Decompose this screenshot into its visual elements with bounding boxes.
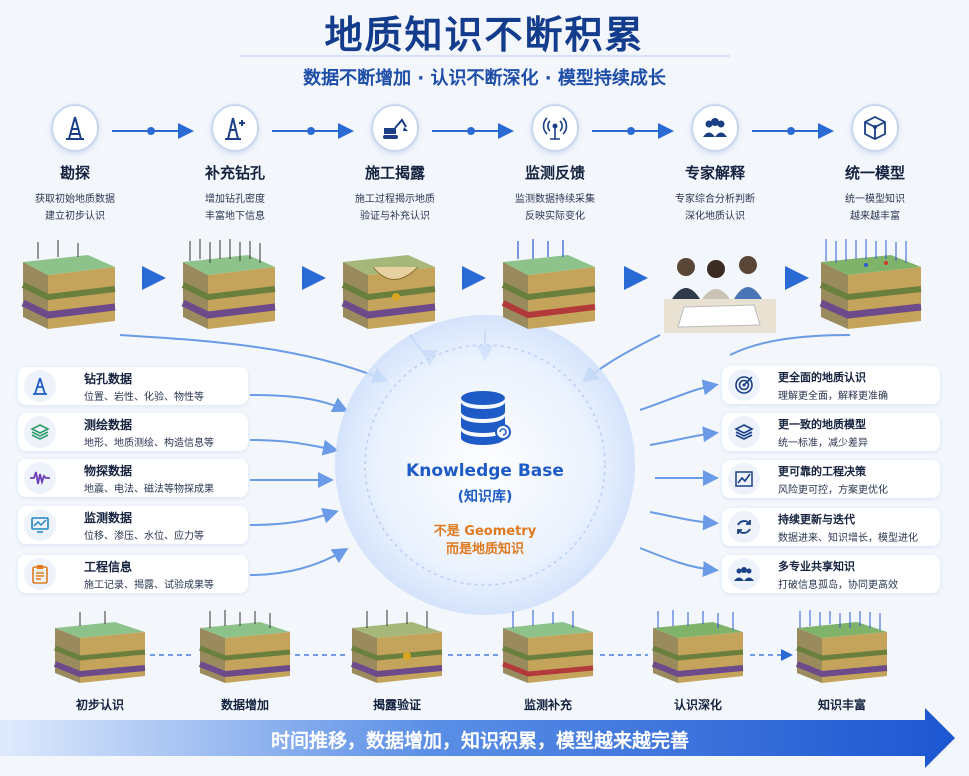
timeline-label: 揭露验证 <box>372 698 421 712</box>
output-title: 持续更新与迭代 <box>778 513 855 526</box>
drill-plus-icon <box>211 104 259 152</box>
knowledge-note-2: 而是地质知识 <box>445 542 524 557</box>
timeline-block-4 <box>502 610 594 683</box>
geo-block-construction <box>341 255 436 329</box>
clipboard-icon <box>24 558 56 590</box>
step-kantan: 勘探 获取初始地质数据建立初步认识 <box>0 104 150 225</box>
database-icon <box>461 391 511 445</box>
monitor-icon <box>24 509 56 541</box>
refresh-icon <box>728 511 760 543</box>
stack-icon <box>728 416 760 448</box>
step-monitoring: 监测反馈 监测数据持续采集反映实际变化 <box>480 104 630 225</box>
output-title: 多专业共享知识 <box>778 560 855 573</box>
input-desc: 施工记录、揭露、试验成果等 <box>84 580 214 591</box>
timeline-label: 初步认识 <box>75 698 124 712</box>
timeline-block-5 <box>651 610 744 683</box>
bottom-banner-text: 时间推移，数据增加，知识积累，模型越来越完善 <box>270 730 689 752</box>
input-desc: 位移、渗压、水位、应力等 <box>84 531 204 542</box>
step-expert: 专家解释 专家综合分析判断深化地质认识 <box>640 104 790 225</box>
step-desc: 施工过程揭示地质验证与补充认识 <box>355 194 435 222</box>
output-title: 更可靠的工程决策 <box>778 465 866 478</box>
input-geophysics-data: 物探数据 地震、电法、磁法等物探成果 <box>18 459 248 497</box>
input-drill-data: 钻孔数据 位置、岩性、化验、物性等 <box>18 367 248 405</box>
geo-block-unified <box>819 239 922 329</box>
output-desc: 统一标准，减少差异 <box>778 438 868 449</box>
step-desc: 增加钻孔密度丰富地下信息 <box>205 194 265 222</box>
timeline-block-3 <box>350 610 443 683</box>
page-subtitle: 数据不断增加 · 认识不断深化 · 模型持续成长 <box>303 68 666 89</box>
page-title: 地质知识不断积累 <box>324 13 645 57</box>
output-desc: 风险更可控，方案更优化 <box>778 485 888 496</box>
knowledge-note-1: 不是 Geometry <box>433 524 537 539</box>
waveform-icon <box>24 462 56 494</box>
input-title: 工程信息 <box>84 560 133 574</box>
chart-check-icon <box>728 463 760 495</box>
output-desc: 数据进来、知识增长，模型进化 <box>778 533 918 544</box>
excavator-icon <box>371 104 419 152</box>
timeline-label: 知识丰富 <box>817 698 866 712</box>
output-desc: 打破信息孤岛，协同更高效 <box>778 580 898 591</box>
step-desc: 获取初始地质数据建立初步认识 <box>35 194 115 222</box>
input-survey-data: 测绘数据 地形、地质测绘、构造信息等 <box>18 413 248 451</box>
input-title: 监测数据 <box>84 511 133 525</box>
experts-photo <box>664 256 776 333</box>
step-desc: 专家综合分析判断深化地质认识 <box>675 194 755 222</box>
step-name: 补充钻孔 <box>204 164 265 182</box>
input-monitoring-data: 监测数据 位移、渗压、水位、应力等 <box>18 506 248 544</box>
step-name: 统一模型 <box>844 164 905 182</box>
team-icon <box>728 558 760 590</box>
timeline-block-1 <box>53 611 146 683</box>
output-reliable: 更可靠的工程决策 风险更可控，方案更优化 <box>722 460 940 498</box>
output-desc: 理解更全面，解释更准确 <box>778 391 888 402</box>
output-title: 更一致的地质模型 <box>778 418 866 431</box>
output-comprehensive: 更全面的地质认识 理解更全面，解释更准确 <box>722 366 940 404</box>
input-desc: 地震、电法、磁法等物探成果 <box>84 484 214 495</box>
step-drilling: 补充钻孔 增加钻孔密度丰富地下信息 <box>160 104 310 225</box>
output-iteration: 持续更新与迭代 数据进来、知识增长，模型进化 <box>722 508 940 546</box>
drill-rig-icon <box>51 104 99 152</box>
input-desc: 地形、地质测绘、构造信息等 <box>84 438 214 449</box>
timeline-block-2 <box>198 610 291 683</box>
step-desc: 监测数据持续采集反映实际变化 <box>515 194 595 222</box>
step-name: 监测反馈 <box>524 164 585 182</box>
timeline-block-6 <box>795 610 888 683</box>
sensor-icon <box>531 104 579 152</box>
layers-icon <box>24 416 56 448</box>
cube-model-icon <box>851 104 899 152</box>
output-consistent: 更一致的地质模型 统一标准，减少差异 <box>722 413 940 451</box>
timeline-label: 监测补充 <box>523 698 572 712</box>
knowledge-base-subtitle: (知识库) <box>457 489 513 505</box>
geo-block-monitoring <box>501 239 596 329</box>
drill-rig-icon <box>24 370 56 402</box>
step-name: 施工揭露 <box>364 164 425 182</box>
input-title: 钻孔数据 <box>84 372 133 386</box>
input-desc: 位置、岩性、化验、物性等 <box>84 392 204 403</box>
timeline-label: 数据增加 <box>220 698 269 712</box>
step-unified-model: 统一模型 统一模型知识越来越丰富 <box>800 104 950 225</box>
step-construction: 施工揭露 施工过程揭示地质验证与补充认识 <box>320 104 470 225</box>
target-icon <box>728 369 760 401</box>
input-title: 测绘数据 <box>84 418 133 432</box>
geo-block-drilling <box>181 239 276 329</box>
output-sharing: 多专业共享知识 打破信息孤岛，协同更高效 <box>722 555 940 593</box>
step-desc: 统一模型知识越来越丰富 <box>845 194 905 222</box>
timeline-label: 认识深化 <box>673 698 722 712</box>
knowledge-base-title: Knowledge Base <box>406 461 564 481</box>
step-name: 勘探 <box>59 164 90 182</box>
geo-block-initial <box>21 240 116 329</box>
input-engineering-info: 工程信息 施工记录、揭露、试验成果等 <box>18 555 248 593</box>
step-name: 专家解释 <box>684 164 745 182</box>
output-title: 更全面的地质认识 <box>778 371 866 384</box>
input-title: 物探数据 <box>84 464 133 478</box>
experts-icon <box>691 104 739 152</box>
